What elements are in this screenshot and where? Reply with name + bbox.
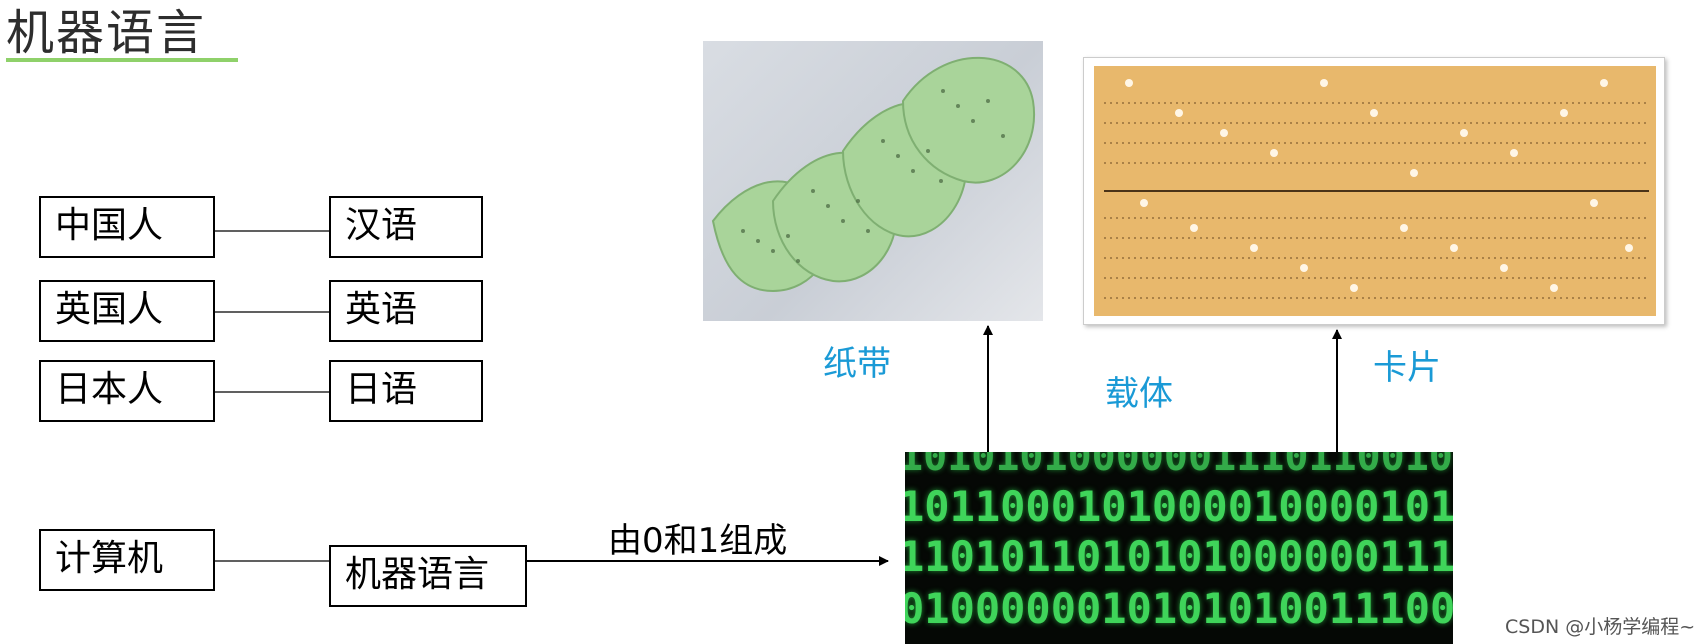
language-box-japanese: 日语 xyxy=(329,360,483,422)
arrow-label-binary: 由0和1组成 xyxy=(608,521,788,561)
binary-line-1: 1010101000000111011001011010 xyxy=(905,452,1453,480)
paper-tape-image xyxy=(703,41,1043,321)
watermark: CSDN @小杨学编程~ xyxy=(1505,616,1696,638)
person-box-english: 英国人 xyxy=(39,280,215,342)
punch-card-image xyxy=(1083,57,1665,325)
binary-code-image: 1010101000000111011001011010 10110001010… xyxy=(905,452,1453,644)
person-box-japanese: 日本人 xyxy=(39,360,215,422)
computer-box: 计算机 xyxy=(39,529,215,591)
binary-line-3: 1101011010101000000111011001 xyxy=(905,532,1453,581)
paper-tape-label: 纸带 xyxy=(823,344,891,384)
tape-coil-4 xyxy=(901,56,1036,184)
page-title: 机器语言 xyxy=(6,5,207,61)
carrier-label: 载体 xyxy=(1105,374,1173,414)
binary-line-2: 1011000101000010000101010100 xyxy=(905,482,1453,531)
language-box-english: 英语 xyxy=(329,280,483,342)
machine-language-box: 机器语言 xyxy=(329,545,527,607)
punch-card-label: 卡片 xyxy=(1373,348,1441,388)
title-underline xyxy=(6,58,238,62)
binary-line-4: 0100000010101010011100010111 xyxy=(905,584,1453,633)
person-box-chinese: 中国人 xyxy=(39,196,215,258)
language-box-chinese: 汉语 xyxy=(329,196,483,258)
